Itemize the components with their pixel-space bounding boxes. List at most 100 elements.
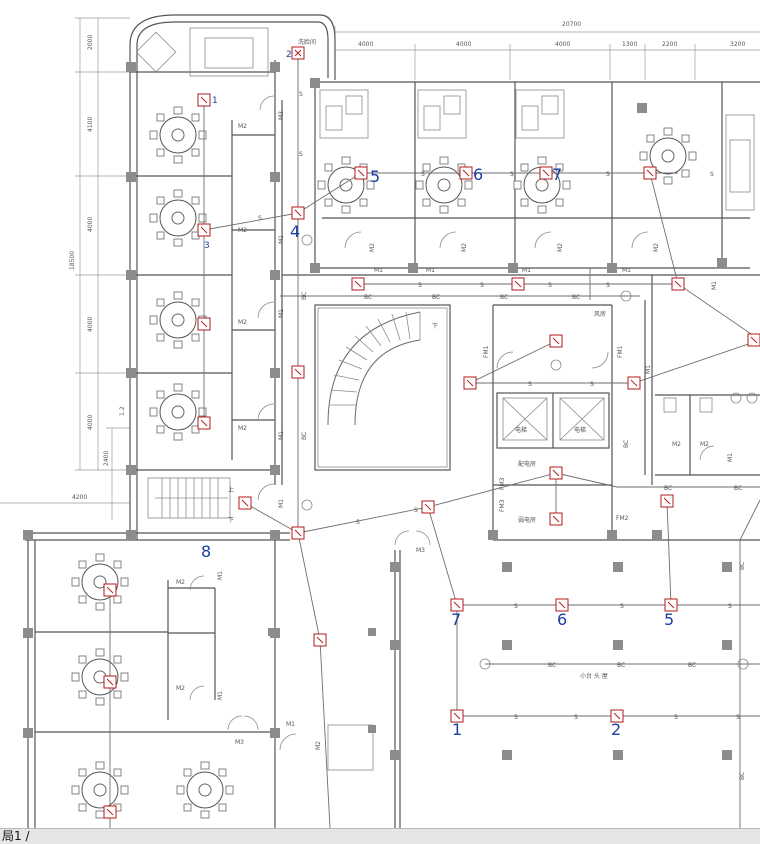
detector-icon[interactable]	[671, 277, 685, 291]
svg-text:FM2: FM2	[616, 515, 629, 522]
detector-icon[interactable]	[238, 496, 252, 510]
svg-text:S: S	[606, 282, 610, 289]
table-top-2	[415, 156, 473, 214]
zone-number-1-small: 1	[212, 96, 218, 106]
svg-text:BC: BC	[734, 485, 742, 492]
table-room-4	[149, 383, 207, 441]
detector-icon[interactable]	[291, 526, 305, 540]
dim-top-5: 2200	[662, 41, 677, 48]
svg-text:M1: M1	[522, 267, 531, 274]
detector-icon[interactable]	[291, 365, 305, 379]
svg-text:M1: M1	[278, 235, 285, 244]
svg-text:BC: BC	[739, 562, 746, 570]
svg-text:M1: M1	[711, 281, 718, 290]
svg-text:S: S	[620, 603, 624, 610]
svg-text:BC: BC	[500, 294, 508, 301]
detector-icon[interactable]	[291, 46, 305, 60]
svg-text:BC: BC	[617, 662, 625, 669]
svg-text:M2: M2	[176, 685, 185, 692]
svg-text:M3: M3	[278, 111, 285, 120]
door-tags: M2 M2 M2 M2 M3 M1 M1 M1 M1 M2 M2 M2 M2 M…	[176, 111, 734, 750]
zone-number-2-small: 2	[286, 50, 292, 60]
layout-tab-bar: 局1 /	[0, 828, 760, 844]
svg-text:FM3: FM3	[499, 499, 506, 512]
table-top-1	[317, 156, 375, 214]
detector-icon[interactable]	[450, 709, 464, 723]
detector-icon[interactable]	[747, 333, 760, 347]
detector-icon[interactable]	[549, 334, 563, 348]
detector-icon[interactable]	[555, 598, 569, 612]
svg-text:S: S	[606, 171, 610, 178]
zone-number-1-bottom: 1	[452, 720, 462, 739]
door-swings	[189, 95, 715, 751]
svg-text:BC: BC	[739, 772, 746, 780]
detector-icon[interactable]	[197, 416, 211, 430]
detector-icon[interactable]	[450, 598, 464, 612]
svg-text:S: S	[299, 91, 303, 98]
detector-icon[interactable]	[627, 376, 641, 390]
svg-text:M1: M1	[278, 499, 285, 508]
detector-icon[interactable]	[660, 494, 674, 508]
svg-text:S: S	[574, 714, 578, 721]
svg-text:M1: M1	[645, 365, 652, 374]
detector-icon[interactable]	[291, 206, 305, 220]
tab-layout-1[interactable]: 局1 /	[2, 829, 30, 843]
detector-icon[interactable]	[459, 166, 473, 180]
svg-text:M1: M1	[727, 453, 734, 462]
stair-down-label: 下	[228, 517, 234, 524]
detector-icon[interactable]	[103, 675, 117, 689]
svg-text:M1: M1	[217, 571, 224, 580]
zone-number-6-top: 6	[473, 165, 483, 184]
svg-text:M3: M3	[235, 739, 244, 746]
detector-icon[interactable]	[313, 633, 327, 647]
dim-bottom-left: 4200	[72, 494, 87, 501]
svg-text:BC: BC	[432, 294, 440, 301]
detector-icon[interactable]	[103, 805, 117, 819]
dim-left-7: 1.2	[119, 406, 126, 416]
svg-text:BC: BC	[623, 440, 630, 448]
wc-label: 洗脸间	[298, 38, 316, 46]
detector-icon[interactable]	[610, 709, 624, 723]
detector-icon[interactable]	[351, 277, 365, 291]
svg-text:M2: M2	[238, 319, 247, 326]
svg-text:S: S	[528, 381, 532, 388]
detector-icon[interactable]	[549, 466, 563, 480]
dim-left-1: 2000	[87, 35, 94, 50]
detector-icon[interactable]	[197, 93, 211, 107]
detector-icon[interactable]	[511, 277, 525, 291]
dim-left-6: 2400	[103, 451, 110, 466]
detector-icon[interactable]	[197, 317, 211, 331]
svg-text:BC: BC	[301, 292, 308, 300]
detector-icon[interactable]	[664, 598, 678, 612]
svg-text:M2: M2	[315, 741, 322, 750]
svg-text:BC: BC	[364, 294, 372, 301]
zone-number-8: 8	[201, 542, 211, 561]
svg-text:M1: M1	[426, 267, 435, 274]
svg-text:S: S	[421, 171, 425, 178]
svg-text:S: S	[414, 507, 418, 514]
dim-top-1: 4000	[358, 41, 373, 48]
elevator-1-label: 电梯	[515, 426, 527, 434]
svg-text:M1: M1	[278, 431, 285, 440]
svg-text:S: S	[480, 282, 484, 289]
xiaotaishi-label: 小台 头 屋	[580, 672, 608, 680]
peidianfang-label: 配电房	[518, 460, 536, 468]
wire-letters: S S S S S S S S S S S BC BC BC BC S S S …	[258, 91, 746, 780]
svg-text:FM3: FM3	[499, 477, 506, 490]
detector-icon[interactable]	[103, 583, 117, 597]
fengfang-label: 风房	[594, 310, 606, 318]
zone-number-3-small: 3	[204, 241, 210, 251]
svg-text:S: S	[710, 171, 714, 178]
detector-icon[interactable]	[197, 223, 211, 237]
detector-icon[interactable]	[549, 512, 563, 526]
detector-icon[interactable]	[421, 500, 435, 514]
svg-text:M2: M2	[653, 243, 660, 252]
detector-icon[interactable]	[643, 166, 657, 180]
detector-icon[interactable]	[354, 166, 368, 180]
svg-text:S: S	[514, 714, 518, 721]
detector-icon[interactable]	[463, 376, 477, 390]
detector-icon[interactable]	[539, 166, 553, 180]
dim-top-2: 4000	[456, 41, 471, 48]
wiring	[109, 55, 760, 828]
